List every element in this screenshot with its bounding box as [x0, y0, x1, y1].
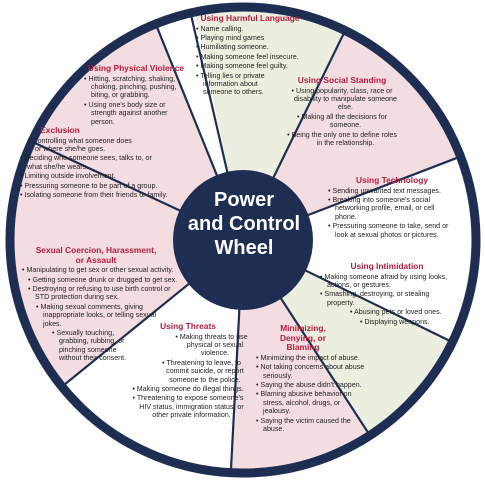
section-title: Minimizing, Denying, or Blaming	[279, 323, 327, 353]
list-item: Making sexual comments, giving inappropr…	[36, 303, 161, 328]
list-item: Saying the victim caused the abuse.	[256, 417, 368, 434]
list-item: Displaying weapons.	[360, 318, 454, 326]
list-item: Deciding who someone sees, talks to, or …	[20, 154, 153, 171]
list-item: Using popularity, class, race or disabil…	[286, 87, 398, 112]
wheel-title-line: Power	[213, 189, 275, 211]
section-social-standing: Using Social Standing Using popularity, …	[286, 75, 398, 148]
list-item: Limiting outside involvement.	[20, 172, 172, 180]
list-item: Name calling.	[196, 25, 304, 33]
list-item: Getting someone drunk or drugged to get …	[28, 276, 181, 284]
list-item: Threatening to expose someone's HIV stat…	[126, 394, 250, 419]
list-item: Sexually touching, grabbing, rubbing, or…	[52, 329, 141, 363]
section-harmful-language: Using Harmful Language Name calling. Pla…	[196, 13, 304, 98]
center-hub	[173, 170, 313, 310]
section-title: Using Technology	[356, 175, 428, 185]
list-item: Breaking into someone's social networkin…	[328, 196, 456, 221]
section-technology: Using Technology Sending unwanted text m…	[328, 175, 456, 240]
list-item: Threatening to leave, to commit suicide,…	[150, 359, 253, 384]
list-item: Sending unwanted text messages.	[328, 187, 456, 195]
list-item: Making someone feel guilty.	[196, 62, 304, 70]
section-exclusion: Exclusion Controlling what someone does …	[20, 125, 173, 200]
list-item: Being the only one to define roles in th…	[286, 131, 398, 148]
section-threats: Using Threats Making threats to use phys…	[126, 321, 253, 421]
wheel-title-line: Wheel	[214, 237, 274, 259]
wheel-title-line: and Control	[187, 213, 301, 235]
list-item: Playing mind games	[196, 34, 304, 42]
list-item: Pressuring someone to take, send or look…	[328, 222, 456, 239]
list-item: Humiliating someone.	[196, 43, 304, 51]
section-intimidation: Using Intimidation Making someone afraid…	[320, 261, 454, 327]
list-item: Pressuring someone to be part of a group…	[20, 182, 172, 190]
list-item: Saying the abuse didn't happen.	[256, 381, 368, 389]
section-title: Using Social Standing	[297, 75, 387, 85]
list-item: Making someone do illegal things.	[126, 385, 250, 393]
list-item: Not taking concerns about abuse seriousl…	[256, 363, 368, 380]
list-item: Using one's body size or strength agains…	[84, 101, 188, 126]
list-item: Making someone feel insecure.	[196, 53, 304, 61]
section-title: Using Physical Violence	[87, 63, 185, 73]
list-item: Making all the decisions for someone.	[286, 113, 398, 130]
wheel-title: Power and Control Wheel	[172, 188, 316, 260]
wheel-rim	[5, 2, 481, 478]
list-item: Minimizing the impact of abuse.	[256, 354, 368, 362]
list-item: Making someone afraid by using looks, ac…	[320, 273, 454, 290]
list-item: Destroying or refusing to use birth cont…	[28, 285, 175, 302]
list-item: Telling lies or private information abou…	[196, 72, 285, 97]
sector-intimidation	[243, 240, 449, 433]
section-title: Sexual Coercion, Harassment, or Assault	[35, 245, 157, 265]
list-item: Abusing pets or loved ones.	[350, 308, 454, 316]
list-item: Isolating someone from their friends or …	[20, 191, 173, 199]
section-title: Exclusion	[40, 125, 80, 135]
list-item: Hitting, scratching, shaking, choking, p…	[84, 75, 188, 100]
list-item: Controlling what someone does or where s…	[28, 137, 133, 154]
list-item: Manipulating to get sex or other sexual …	[22, 266, 175, 274]
list-item: Blaming abusive behavior on stress, alco…	[256, 390, 368, 415]
section-physical-violence: Using Physical Violence Hitting, scratch…	[84, 63, 188, 127]
list-item: Making threats to use physical or sexual…	[168, 333, 255, 358]
section-title: Using Intimidation	[350, 261, 424, 271]
section-title: Using Threats	[160, 321, 216, 331]
list-item: Smashing, destroying, or stealing proper…	[320, 290, 454, 307]
section-title: Using Harmful Language	[200, 13, 300, 23]
section-sexual-coercion: Sexual Coercion, Harassment, or Assault …	[22, 245, 181, 364]
section-minimizing: Minimizing, Denying, or Blaming Minimizi…	[256, 323, 368, 434]
